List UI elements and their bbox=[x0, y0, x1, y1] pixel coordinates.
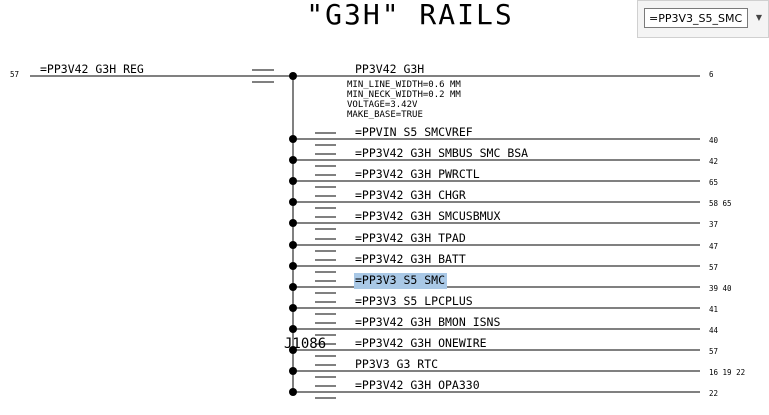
branch-net-row[interactable]: =PPVIN S5 SMCVREF 40 bbox=[289, 125, 719, 146]
find-toolbar: ▼ bbox=[637, 0, 769, 38]
branch-net-label: =PP3V42 G3H SMCUSBMUX bbox=[355, 209, 500, 223]
branch-page-ref: 41 bbox=[709, 305, 718, 314]
branch-net-label: =PP3V42 G3H TPAD bbox=[355, 231, 466, 245]
branch-net-label: PP3V3 G3 RTC bbox=[355, 357, 438, 371]
branch-net-row[interactable]: =PP3V42_G3H_SMBUS_SMC_BSA 42 bbox=[289, 146, 718, 167]
branch-page-ref: 39 40 bbox=[709, 284, 732, 293]
junction-dot bbox=[289, 156, 297, 164]
net-tie-symbol bbox=[315, 364, 336, 378]
branch-page-ref: 44 bbox=[709, 326, 719, 335]
branch-net-row[interactable]: =PP3V42_G3H_BATT 57 bbox=[289, 252, 718, 273]
net-tie-symbol bbox=[315, 322, 336, 336]
junction-dot bbox=[289, 283, 297, 291]
branch-net-label: =PP3V3 S5 LPCPLUS bbox=[355, 294, 473, 308]
net-tie-symbol bbox=[315, 385, 336, 399]
branch-net-label: =PPVIN S5 SMCVREF bbox=[355, 125, 473, 139]
branch-page-ref: 16 19 22 bbox=[709, 368, 745, 377]
branch-page-ref: 65 bbox=[709, 178, 718, 187]
branch-page-ref: 40 bbox=[709, 136, 719, 145]
branch-net-row[interactable]: =PP3V3 S5 SMC 39 40 bbox=[289, 273, 732, 294]
branch-page-ref: 57 bbox=[709, 263, 718, 272]
branch-net-label: =PP3V42 G3H CHGR bbox=[355, 188, 466, 202]
junction-dot bbox=[289, 346, 297, 354]
branch-net-row[interactable]: =PP3V42 G3H ONEWIRE 57 bbox=[289, 336, 718, 357]
junction-dot bbox=[289, 325, 297, 333]
net-attribute: VOLTAGE=3.42V bbox=[347, 100, 418, 110]
branch-net-row[interactable]: =PP3V42 G3H CHGR 58 65 bbox=[289, 188, 732, 209]
junction-dot bbox=[289, 177, 297, 185]
net-tie-symbol bbox=[315, 280, 336, 294]
net-tie-symbol bbox=[315, 238, 336, 252]
junction-dot bbox=[289, 262, 297, 270]
junction-dot bbox=[289, 304, 297, 312]
search-highlight bbox=[354, 273, 447, 289]
branch-page-ref: 37 bbox=[709, 220, 718, 229]
net-tie-symbol bbox=[315, 195, 336, 209]
branch-net-list: =PPVIN S5 SMCVREF40=PP3V42_G3H_SMBUS_SMC… bbox=[289, 125, 745, 399]
net-tie-symbol bbox=[315, 301, 336, 315]
branch-net-row[interactable]: =PP3V42_G3H_BMON_ISNS 44 bbox=[289, 315, 719, 336]
page-title: "G3H" RAILS bbox=[306, 0, 513, 31]
branch-page-ref: 58 65 bbox=[709, 199, 732, 208]
net-tie-symbol bbox=[315, 259, 336, 273]
source-net-label: =PP3V42 G3H REG bbox=[40, 62, 144, 76]
net-attribute: MIN_LINE_WIDTH=0.6 MM bbox=[347, 80, 461, 90]
net-attribute: MIN_NECK_WIDTH=0.2 MM bbox=[347, 90, 461, 100]
branch-net-label: =PP3V42 G3H ONEWIRE bbox=[355, 336, 487, 350]
chevron-down-icon[interactable]: ▼ bbox=[755, 13, 763, 22]
branch-net-row[interactable]: =PP3V3 S5 LPCPLUS 41 bbox=[289, 294, 718, 315]
branch-net-label: =PP3V42_G3H_BMON_ISNS bbox=[355, 315, 500, 329]
junction-dot bbox=[289, 388, 297, 396]
branch-net-row[interactable]: =PP3V42_G3H_OPA330 22 bbox=[289, 378, 718, 399]
net-attribute: MAKE_BASE=TRUE bbox=[347, 110, 423, 120]
net-tie-symbol bbox=[315, 153, 336, 167]
net-tie-symbol bbox=[315, 174, 336, 188]
main-net-page-ref: 6 bbox=[709, 70, 714, 79]
junction-dot bbox=[289, 241, 297, 249]
junction-dot bbox=[289, 367, 297, 375]
branch-page-ref: 47 bbox=[709, 242, 718, 251]
branch-net-row[interactable]: =PP3V42 G3H TPAD 47 bbox=[289, 231, 718, 252]
junction-dot bbox=[289, 219, 297, 227]
net-tie-symbol bbox=[315, 216, 336, 230]
net-tie-symbol bbox=[315, 343, 336, 357]
branch-page-ref: 22 bbox=[709, 389, 718, 398]
net-tie-symbol bbox=[315, 132, 336, 146]
find-input[interactable] bbox=[644, 8, 748, 28]
branch-net-label: =PP3V42_G3H_SMBUS_SMC_BSA bbox=[355, 146, 528, 160]
junction-dot bbox=[289, 135, 297, 143]
main-net-label: PP3V42 G3H bbox=[355, 62, 424, 76]
branch-net-label: =PP3V42_G3H_OPA330 bbox=[355, 378, 480, 392]
main-net-attributes: MIN_LINE_WIDTH=0.6 MM MIN_NECK_WIDTH=0.2… bbox=[347, 80, 461, 120]
branch-net-label: =PP3V3 S5 SMC bbox=[355, 273, 445, 287]
branch-net-row[interactable]: =PP3V42 G3H PWRCTL 65 bbox=[289, 167, 718, 188]
branch-net-row[interactable]: =PP3V42 G3H SMCUSBMUX 37 bbox=[289, 209, 718, 230]
branch-page-ref: 42 bbox=[709, 157, 718, 166]
branch-page-ref: 57 bbox=[709, 347, 718, 356]
branch-net-label: =PP3V42 G3H PWRCTL bbox=[355, 167, 480, 181]
source-net-page-ref: 57 bbox=[10, 70, 19, 79]
branch-net-label: =PP3V42_G3H_BATT bbox=[355, 252, 466, 266]
net-tie-symbol bbox=[252, 69, 274, 83]
junction-dot bbox=[289, 198, 297, 206]
branch-net-row[interactable]: PP3V3 G3 RTC 16 19 22 bbox=[289, 357, 745, 378]
